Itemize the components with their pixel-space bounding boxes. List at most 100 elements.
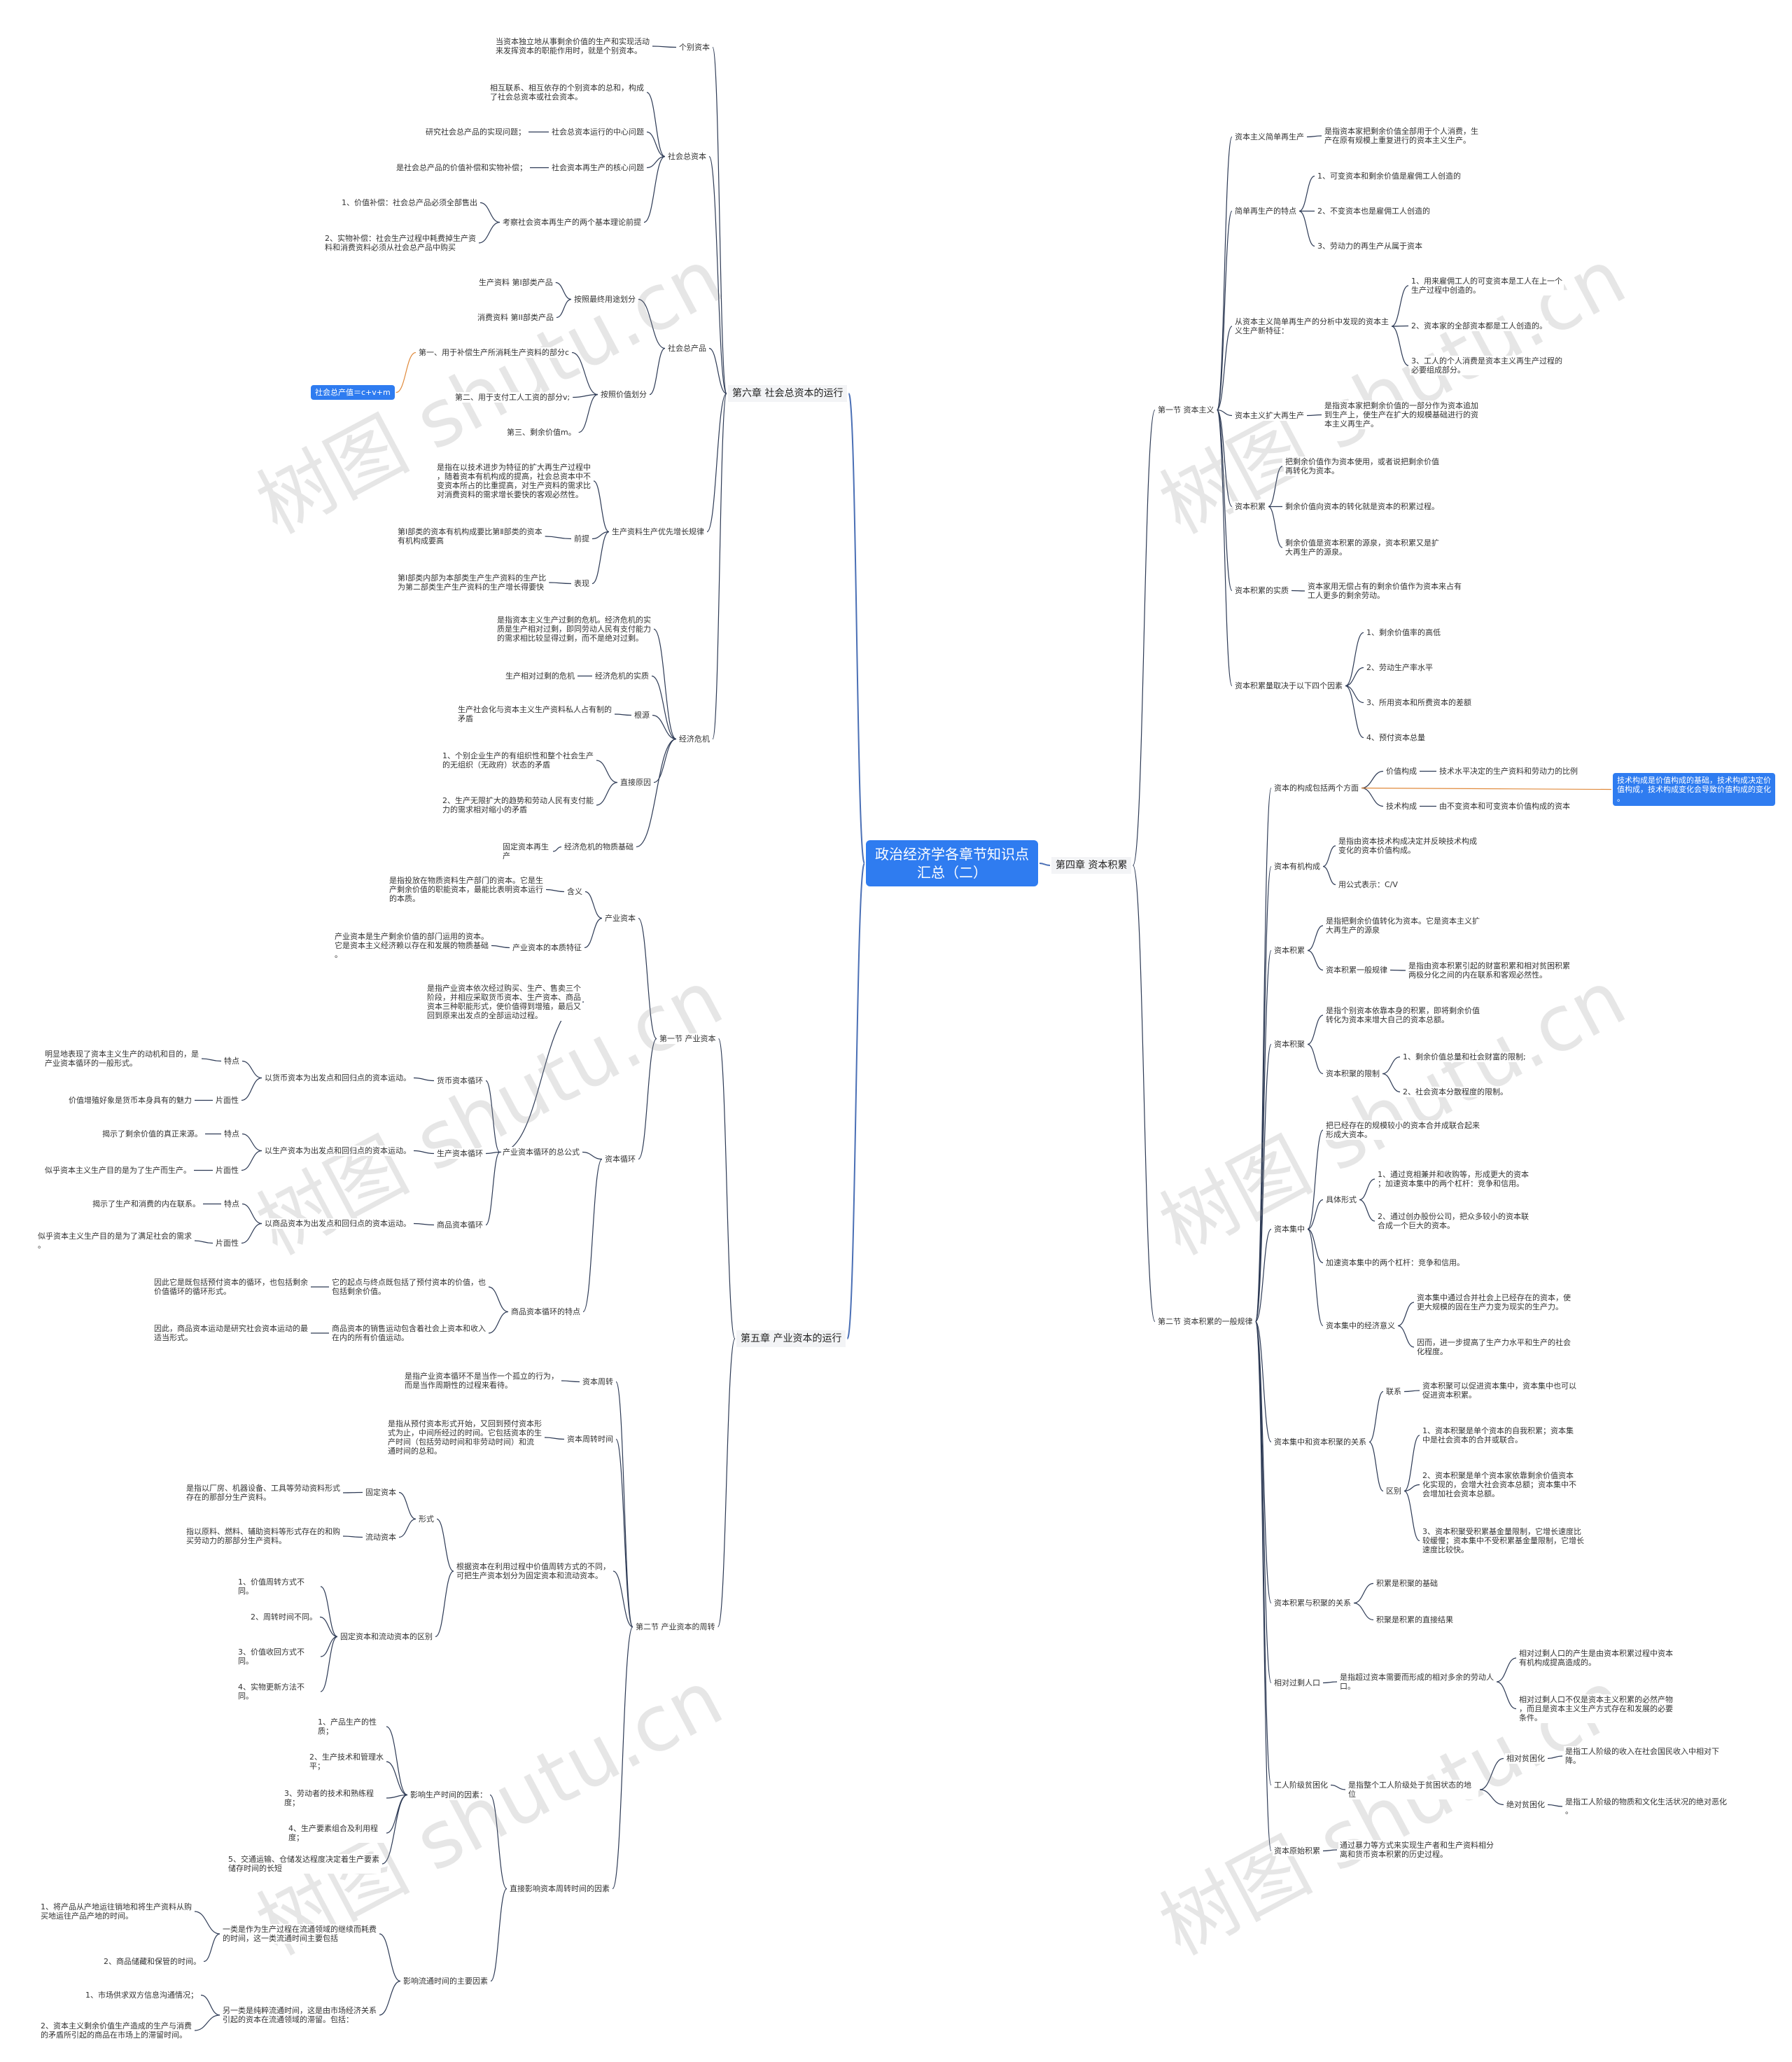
node-pov-rel[interactable]: 相对贫困化 bbox=[1505, 1753, 1546, 1764]
node-cent-f1[interactable]: 1、通过竞相兼并和收购等，形成更大的资本 ；加速资本集中的两个杠杆：竞争和信用。 bbox=[1376, 1169, 1530, 1189]
node-cent-forms[interactable]: 具体形式 bbox=[1324, 1194, 1358, 1205]
node-accum[interactable]: 资本积累 bbox=[1233, 501, 1267, 512]
node-rel2-2[interactable]: 积聚是积累的直接结果 bbox=[1375, 1615, 1455, 1625]
node-fixed[interactable]: 固定资本 bbox=[364, 1487, 398, 1498]
node-comm-char-2a[interactable]: 因此，商品资本运动是研究社会资本运动的最 适当形式。 bbox=[153, 1323, 309, 1343]
node-sec2[interactable]: 第二节 产业资本的周转 bbox=[634, 1622, 717, 1632]
node-org-d[interactable]: 是指由资本技术构成决定并反映技术构成 变化的资本价值构成。 bbox=[1337, 836, 1478, 856]
node-accum-ess-d[interactable]: 资本家用无偿占有的剩余价值作为资本来占有 工人更多的剩余劳动。 bbox=[1306, 581, 1463, 601]
node-tech-comp-d[interactable]: 技术水平决定的生产资料和劳动力的比例 bbox=[1438, 766, 1579, 776]
node-ind[interactable]: 产业资本 bbox=[603, 913, 637, 924]
node-circ-d[interactable]: 指以原料、燃料、辅助资料等形式存在的和购 买劳动力的那部分生产资料。 bbox=[185, 1526, 342, 1546]
node-accum2-d[interactable]: 是指把剩余价值转化为资本。它是资本主义扩 大再生产的源泉 bbox=[1324, 916, 1481, 935]
node-prod-factor[interactable]: 影响生产时间的因素： bbox=[409, 1790, 489, 1800]
node-formula[interactable]: 社会总产值＝c+v+m bbox=[311, 385, 395, 400]
node-root[interactable]: 政治经济学各章节知识点 汇总（二） bbox=[866, 840, 1038, 886]
node-val-comp-d[interactable]: 由不变资本和可变资本价值构成的资本 bbox=[1438, 801, 1572, 811]
node-nat-1[interactable]: 1、用来雇佣工人的可变资本是工人在上一个 生产过程中创造的。 bbox=[1410, 276, 1564, 295]
node-comm-char-1a[interactable]: 因此它是既包括预付资本的循环，也包括剩余 价值循环的循环形式。 bbox=[153, 1277, 309, 1297]
node-essence-d[interactable]: 生产相对过剩的危机 bbox=[504, 671, 576, 681]
node-comm-char-1b[interactable]: 它的起点与终点既包括了预付资本的价值，也 包括剩余价值。 bbox=[330, 1277, 487, 1297]
node-ind-essence[interactable]: 产业资本的本质特征 bbox=[511, 942, 583, 953]
node-surplus-1[interactable]: 相对过剩人口的产生是由资本积累过程中资本 有机构成提高造成的。 bbox=[1518, 1648, 1674, 1668]
node-ind-cap[interactable]: 个别资本 bbox=[678, 42, 711, 53]
node-tt[interactable]: 资本周转时间 bbox=[566, 1434, 615, 1444]
node-simple[interactable]: 资本主义简单再生产 bbox=[1233, 132, 1306, 142]
node-comm-side[interactable]: 片面性 bbox=[214, 1238, 240, 1248]
node-scale[interactable]: 资本积累量取决于以下四个因素 bbox=[1233, 681, 1344, 691]
node-material-d[interactable]: 固定资本再生产 bbox=[501, 842, 552, 861]
node-rel-link[interactable]: 联系 bbox=[1385, 1386, 1403, 1397]
node-comm-side-d[interactable]: 似乎资本主义生产目的是为了满足社会的需求 。 bbox=[36, 1231, 193, 1251]
node-diff-2[interactable]: 2、周转时间不同。 bbox=[249, 1612, 318, 1622]
node-feat[interactable]: 简单再生产的特点 bbox=[1233, 206, 1298, 216]
node-dept2[interactable]: 消费资料 第II部类产品 bbox=[476, 312, 555, 323]
node-conc[interactable]: 资本积聚 bbox=[1273, 1039, 1306, 1050]
node-prereq-d[interactable]: 第Ⅰ部类的资本有机构成要比第Ⅱ部类的资本 有机构成要高 bbox=[396, 527, 544, 546]
node-diff-3[interactable]: 3、价值收回方式不同。 bbox=[237, 1647, 319, 1666]
node-by-value[interactable]: 按照价值划分 bbox=[599, 389, 648, 400]
node-three-forms-d[interactable]: 是指产业资本依次经过购买、生产、售卖三个 阶段，并相应采取货币资本、生产资本、商… bbox=[426, 983, 582, 1021]
node-prod-start[interactable]: 以生产资本为出发点和回归点的资本运动。 bbox=[263, 1145, 412, 1156]
node-money-circ[interactable]: 货币资本循环 bbox=[435, 1075, 484, 1086]
node-direct[interactable]: 直接原因 bbox=[619, 777, 652, 788]
node-surplus-d[interactable]: 是指超过资本需要而形成的相对多余的劳动人 口。 bbox=[1338, 1672, 1495, 1692]
node-scale-1[interactable]: 1、剩余价值率的高低 bbox=[1365, 627, 1442, 638]
node-money-start[interactable]: 以货币资本为出发点和回归点的资本运动。 bbox=[263, 1073, 412, 1083]
node-meaning[interactable]: 含义 bbox=[566, 886, 584, 897]
node-expand[interactable]: 资本主义扩大再生产 bbox=[1233, 410, 1306, 421]
node-accum-trend-d[interactable]: 是指由资本积累引起的财富积累和相对贫困积累 两极分化之间的内在联系和客观必然性。 bbox=[1407, 961, 1572, 980]
node-ind-essence-d[interactable]: 产业资本是生产剩余价值的部门运用的资本。 它是资本主义经济赖以存在和发展的物质基… bbox=[333, 931, 490, 960]
node-pov-abs[interactable]: 绝对贫困化 bbox=[1505, 1799, 1546, 1810]
node-simple-d[interactable]: 是指资本家把剩余价值全部用于个人消费，生 产在原有规模上重复进行的资本主义生产。 bbox=[1323, 126, 1480, 146]
node-prim-d[interactable]: 通过暴力等方式来实现生产者和生产资料相分 离和货币资本积累的历史过程。 bbox=[1338, 1840, 1495, 1860]
node-rel-link-d[interactable]: 资本积聚可以促进资本集中，资本集中也可以 促进资本积累。 bbox=[1421, 1381, 1578, 1400]
node-accum-ess[interactable]: 资本积累的实质 bbox=[1233, 585, 1290, 596]
node-org-f[interactable]: 用公式表示：C/V bbox=[1337, 879, 1399, 890]
node-core-issue[interactable]: 社会资本再生产的核心问题 bbox=[550, 162, 645, 173]
node-rel-diff-2[interactable]: 2、资本积聚是单个资本家依靠剩余价值资本 化实现的，会增大社会资本总额；资本集中… bbox=[1421, 1470, 1578, 1499]
node-ind-cap-def[interactable]: 当资本独立地从事剩余价值的生产和实现活动 来发挥资本的职能作用时，就是个别资本。 bbox=[494, 36, 651, 56]
node-cf-a2[interactable]: 2、商品储藏和保管的时间。 bbox=[102, 1956, 202, 1967]
node-value-1[interactable]: 第一、用于补偿生产所消耗生产资料的部分c bbox=[417, 347, 571, 358]
node-center-issue-d[interactable]: 研究社会总产品的实现问题； bbox=[424, 127, 527, 137]
node-scale-4[interactable]: 4、预付资本总量 bbox=[1365, 732, 1427, 743]
node-cent-eco[interactable]: 资本集中的经济意义 bbox=[1324, 1321, 1396, 1331]
node-priority[interactable]: 生产资料生产优先增长规律 bbox=[610, 527, 706, 537]
node-direct-2[interactable]: 2、生产无限扩大的趋势和劳动人民有支付能 力的需求相对缩小的矛盾 bbox=[441, 795, 595, 815]
node-ch4[interactable]: 第四章 资本积累 bbox=[1051, 857, 1132, 874]
node-pov-d[interactable]: 是指整个工人阶级处于贫困状态的地位 bbox=[1347, 1780, 1478, 1799]
node-comm-feat-d[interactable]: 揭示了生产和消费的内在联系。 bbox=[91, 1199, 202, 1209]
node-core-issue-d[interactable]: 是社会总产品的价值补偿和实物补偿； bbox=[395, 162, 528, 173]
node-fixed-circ-d[interactable]: 根据资本在利用过程中价值周转方式的不同， 可把生产资本划分为固定资本和流动资本。 bbox=[455, 1561, 612, 1581]
node-accum2[interactable]: 资本积累 bbox=[1273, 945, 1306, 956]
node-cent-lever[interactable]: 加速资本集中的两个杠杆：竞争和信用。 bbox=[1324, 1258, 1466, 1268]
node-premise[interactable]: 考察社会资本再生产的两个基本理论前提 bbox=[501, 217, 643, 228]
node-diff-1[interactable]: 1、价值周转方式不同。 bbox=[237, 1577, 319, 1596]
node-tech-comp[interactable]: 技术构成 bbox=[1385, 801, 1418, 811]
node-cent-d[interactable]: 把已经存在的规模较小的资本合并成联合起来 形成大资本。 bbox=[1324, 1120, 1481, 1140]
node-expand-d[interactable]: 是指资本家把剩余价值的一部分作为资本追加 到生产上，使生产在扩大的规模基础进行的… bbox=[1323, 400, 1480, 429]
node-dept1[interactable]: 生产资料 第I部类产品 bbox=[477, 277, 554, 288]
node-pov[interactable]: 工人阶级贫困化 bbox=[1273, 1780, 1329, 1790]
node-diff-4[interactable]: 4、实物更新方法不同。 bbox=[237, 1682, 319, 1701]
node-scale-2[interactable]: 2、劳动生产率水平 bbox=[1365, 662, 1434, 673]
node-ch5[interactable]: 第五章 产业资本的运行 bbox=[736, 1330, 846, 1347]
node-direct-1[interactable]: 1、个别企业生产的有组织性和整个社会生产 的无组织（无政府）状态的矛盾 bbox=[441, 751, 595, 770]
node-conc-lim[interactable]: 资本积聚的限制 bbox=[1324, 1068, 1381, 1079]
node-money-side[interactable]: 片面性 bbox=[214, 1095, 240, 1106]
node-value-3[interactable]: 第三、剩余价值m。 bbox=[505, 427, 578, 438]
node-pf-5[interactable]: 5、交通运输、仓储发达程度决定着生产要素 储存时间的长短 bbox=[227, 1854, 381, 1874]
node-nat-2[interactable]: 2、资本家的全部资本都是工人创造的。 bbox=[1410, 321, 1548, 331]
node-crisis-def[interactable]: 是指资本主义生产过剩的危机。经济危机的实 质是生产相对过剩，即同劳动人民有支付能… bbox=[496, 615, 652, 643]
node-soc-prod[interactable]: 社会总产品 bbox=[666, 343, 708, 354]
node-callout[interactable]: 技术构成是价值构成的基础，技术构成决定价 值构成，技术构成变化会导致价值构成的变… bbox=[1613, 773, 1775, 806]
node-circ-factor[interactable]: 影响流通时间的主要因素 bbox=[402, 1976, 489, 1986]
node-expr[interactable]: 表现 bbox=[573, 578, 591, 589]
node-rel2-1[interactable]: 积累是积聚的基础 bbox=[1375, 1578, 1439, 1589]
node-turnover-d[interactable]: 是指产业资本循环不是当作一个孤立的行为， 而是当作周期性的过程来看待。 bbox=[403, 1371, 560, 1391]
node-prod-circ[interactable]: 生产资本循环 bbox=[435, 1148, 484, 1159]
node-pf-4[interactable]: 4、生产要素组合及利用程度； bbox=[287, 1823, 385, 1843]
node-val-comp[interactable]: 价值构成 bbox=[1385, 766, 1418, 776]
node-feat-3[interactable]: 3、劳动力的再生产从属于资本 bbox=[1316, 241, 1424, 251]
